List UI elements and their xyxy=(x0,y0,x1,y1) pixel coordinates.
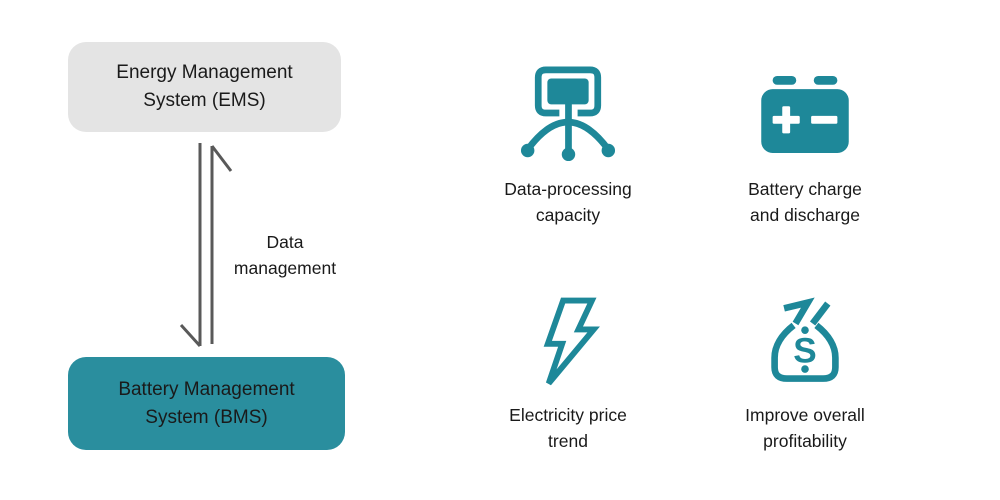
lightning-bolt-icon xyxy=(543,297,600,386)
battery-icon xyxy=(761,75,849,153)
money-bag-icon: S xyxy=(771,297,839,382)
feature-icon-box xyxy=(453,62,683,166)
feature-label: Data-processing capacity xyxy=(504,179,632,226)
feature-icon-box: S xyxy=(690,292,920,392)
bms-box: Battery Management System (BMS) xyxy=(68,357,345,450)
bms-box-label: Battery Management System (BMS) xyxy=(118,378,295,428)
ems-box: Energy Management System (EMS) xyxy=(68,42,341,132)
feature-profitability: S Improve overall profitability xyxy=(690,292,920,455)
data-processing-icon xyxy=(520,66,616,162)
feature-electricity-price: Electricity price trend xyxy=(453,292,683,455)
feature-label: Electricity price trend xyxy=(509,405,627,452)
feature-icon-box xyxy=(453,292,683,392)
feature-icon-box xyxy=(690,62,920,166)
svg-text:S: S xyxy=(793,331,816,370)
feature-battery: Battery charge and discharge xyxy=(690,62,920,229)
feature-label: Battery charge and discharge xyxy=(748,179,862,226)
ems-box-label: Energy Management System (EMS) xyxy=(116,62,293,111)
bidirectional-arrow xyxy=(179,143,233,348)
feature-label: Improve overall profitability xyxy=(745,405,865,452)
arrow-label: Data management xyxy=(233,232,337,279)
feature-data-processing: Data-processing capacity xyxy=(453,62,683,229)
